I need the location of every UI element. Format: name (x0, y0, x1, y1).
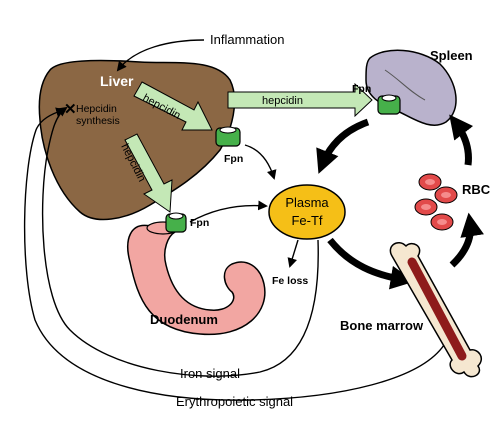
hepcidin-arrow-to-liver-fpn (133, 81, 213, 131)
bone-marrow-label: Bone marrow (340, 318, 424, 333)
liver-label: Liver (100, 73, 134, 89)
fpn-liver-label: Fpn (224, 153, 243, 165)
bone (389, 242, 482, 378)
iron-signal-label: Iron signal (180, 366, 240, 381)
hepcidin-arrow-label-spleen: hepcidin (262, 95, 303, 107)
rbc-to-spleen-arrow (449, 114, 474, 166)
duodenum-shape (127, 224, 266, 336)
fpn-duodenum (165, 212, 187, 233)
plasma-to-marrow-arrow (327, 237, 415, 290)
fe-loss-arrow (287, 239, 299, 268)
fpn-liver (215, 126, 241, 147)
liver-to-plasma-arrow (244, 144, 277, 180)
rbc-cells (414, 173, 458, 231)
fe-tf-label: Fe-Tf (291, 213, 322, 228)
erythropoietic-signal-arrow (23, 107, 445, 401)
spleen-to-plasma-arrow (316, 118, 370, 174)
spleen-label: Spleen (430, 48, 473, 63)
duodenum-label: Duodenum (150, 312, 218, 327)
inflammation-arrow (116, 39, 205, 72)
marrow-to-rbc-arrow (449, 212, 484, 268)
fpn-spleen (377, 94, 401, 115)
fe-loss-label: Fe loss (272, 275, 308, 287)
plasma-label: Plasma (285, 195, 329, 210)
spleen-detail-line (384, 69, 426, 101)
hepcidin-arrow-to-spleen (227, 82, 373, 118)
iron-signal-arrow (41, 106, 319, 377)
hepcidin-synthesis-label-1: Hepcidin (76, 103, 117, 115)
duodenum-to-plasma-arrow (189, 200, 268, 223)
erythropoietic-signal-label: Erythropoietic signal (176, 394, 293, 409)
inflammation-label: Inflammation (210, 32, 284, 47)
hepcidin-arrow-to-duodenum (124, 133, 173, 213)
plasma-ellipse (268, 184, 346, 240)
inhibition-x-icon: ✕ (64, 101, 77, 118)
rbc-label: RBC (462, 182, 491, 197)
fpn-duodenum-label: Fpn (190, 217, 209, 229)
hepcidin-synthesis-label-2: synthesis (76, 115, 120, 127)
fpn-spleen-label: Fpn (352, 83, 371, 95)
